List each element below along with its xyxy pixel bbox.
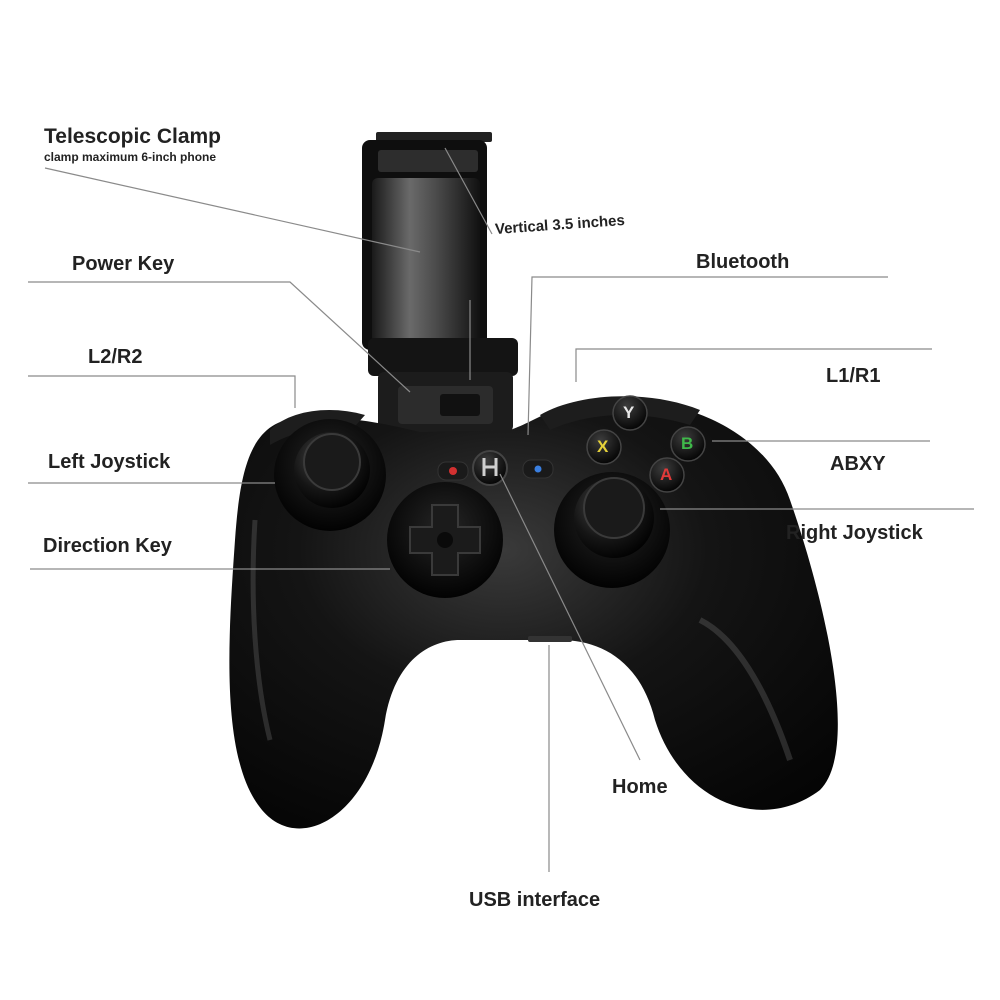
label-bluetooth: Bluetooth bbox=[696, 251, 790, 273]
label-abxy: ABXY bbox=[830, 453, 886, 475]
direction-pad bbox=[387, 482, 503, 598]
button-a-label: A bbox=[660, 465, 673, 484]
label-power-key: Power Key bbox=[72, 253, 175, 275]
button-b-label: B bbox=[681, 434, 694, 453]
button-x-label: X bbox=[597, 437, 609, 456]
controller-body bbox=[229, 399, 838, 829]
leader-home bbox=[499, 473, 641, 761]
leader-telescopic-clamp bbox=[44, 167, 421, 253]
label-telescopic-clamp: Telescopic Clamp bbox=[44, 125, 222, 148]
leader-power-key bbox=[28, 281, 411, 393]
label-direction-key: Direction Key bbox=[43, 535, 172, 557]
face-buttons bbox=[586, 395, 706, 493]
label-home: Home bbox=[612, 776, 668, 798]
left-joystick bbox=[274, 419, 386, 531]
right-joystick bbox=[554, 472, 670, 588]
leader-vertical bbox=[444, 147, 493, 235]
center-buttons bbox=[437, 450, 554, 486]
telescopic-clamp bbox=[362, 132, 518, 432]
label-usb-interface: USB interface bbox=[469, 889, 601, 911]
leader-lines bbox=[28, 147, 974, 872]
leader-bluetooth bbox=[527, 276, 888, 436]
button-y-label: Y bbox=[623, 403, 635, 422]
bluetooth-led bbox=[534, 465, 542, 473]
label-right-joystick: Right Joystick bbox=[786, 522, 923, 544]
label-left-joystick: Left Joystick bbox=[48, 451, 171, 473]
leader-l2r2 bbox=[28, 375, 296, 408]
label-l1r1: L1/R1 bbox=[826, 365, 881, 387]
label-l2r2: L2/R2 bbox=[88, 346, 143, 368]
power-led bbox=[449, 467, 457, 475]
label-clamp-note: clamp maximum 6-inch phone bbox=[44, 150, 217, 164]
usb-port bbox=[528, 636, 572, 642]
leader-l1r1 bbox=[575, 348, 932, 382]
